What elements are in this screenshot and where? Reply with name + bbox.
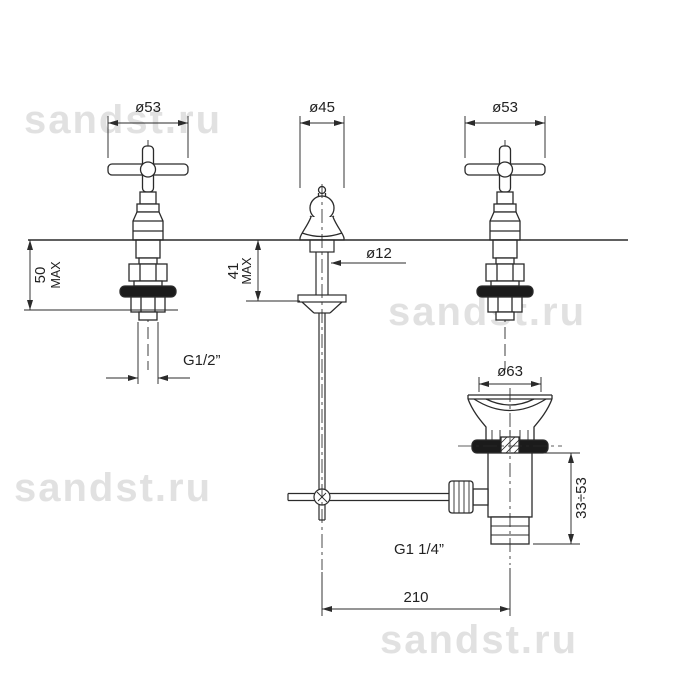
dim-deck-height: 50 MAX	[24, 240, 178, 311]
dim-label-drain-flange-diameter: ø63	[497, 363, 523, 380]
dim-label-drain-body-range: 33÷53	[573, 477, 590, 519]
dim-label-deck-height-suffix: MAX	[49, 261, 63, 289]
dim-label-rod-to-drain-distance: 210	[403, 589, 428, 606]
popup-drain-assembly	[448, 394, 553, 545]
dim-drain-body-range: 33÷53	[533, 452, 590, 545]
dim-label-valve-thread: G1/2”	[183, 352, 221, 369]
dim-spout-height: 41 MAX	[225, 240, 300, 302]
right-valve-assembly	[464, 139, 546, 371]
watermark-bottom-right: sandst.ru	[380, 618, 579, 662]
left-valve-assembly	[107, 139, 189, 371]
dim-drain-flange-diameter: ø63	[478, 363, 542, 392]
lift-rod-and-lever	[287, 239, 452, 521]
dim-right-handle-diameter: ø53	[464, 99, 546, 158]
pivot-nut	[448, 480, 474, 514]
dim-label-rod-diameter: ø12	[366, 245, 392, 262]
dim-rod-diameter: ø12	[331, 245, 406, 266]
dim-valve-thread: G1/2”	[106, 322, 221, 384]
dim-left-handle-diameter: ø53	[107, 99, 189, 158]
dim-label-spout-diameter: ø45	[309, 99, 335, 116]
dim-label-spout-height-value: 41	[225, 263, 242, 280]
dim-label-spout-height-suffix: MAX	[240, 257, 254, 285]
dim-spout-diameter: ø45	[299, 99, 345, 188]
dimensions: ø53 ø45 ø53 50 MAX	[24, 99, 590, 616]
watermark-bottom-left: sandst.ru	[14, 466, 213, 510]
centerlines	[321, 184, 562, 570]
dim-label-left-handle-diameter: ø53	[135, 99, 161, 116]
dim-label-deck-height-value: 50	[32, 267, 49, 284]
dim-label-right-handle-diameter: ø53	[492, 99, 518, 116]
dim-label-drain-thread: G1 1/4”	[394, 541, 444, 558]
dim-rod-to-drain-distance: 210	[321, 568, 511, 616]
